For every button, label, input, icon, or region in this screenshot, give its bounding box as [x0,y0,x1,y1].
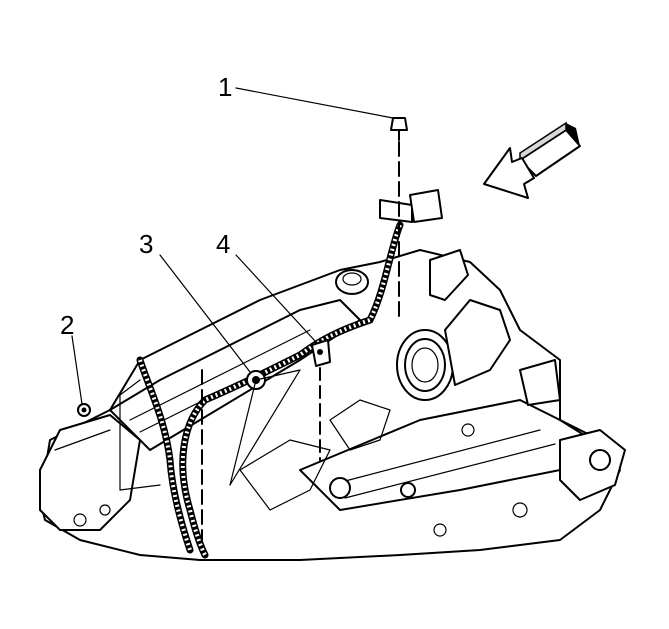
callout-1: 1 [218,72,232,102]
callout-4: 4 [216,229,230,259]
bolt-1 [390,117,408,141]
callout-3: 3 [139,229,153,259]
knock-sensor-right [311,339,331,367]
bracket-lines [119,369,301,491]
engine-assembly [39,189,626,561]
callout-2: 2 [60,310,74,340]
forward-direction-arrow-icon [483,121,581,199]
bolt-2 [77,403,91,417]
installation-lines [201,141,400,541]
leader-lines [71,87,394,405]
